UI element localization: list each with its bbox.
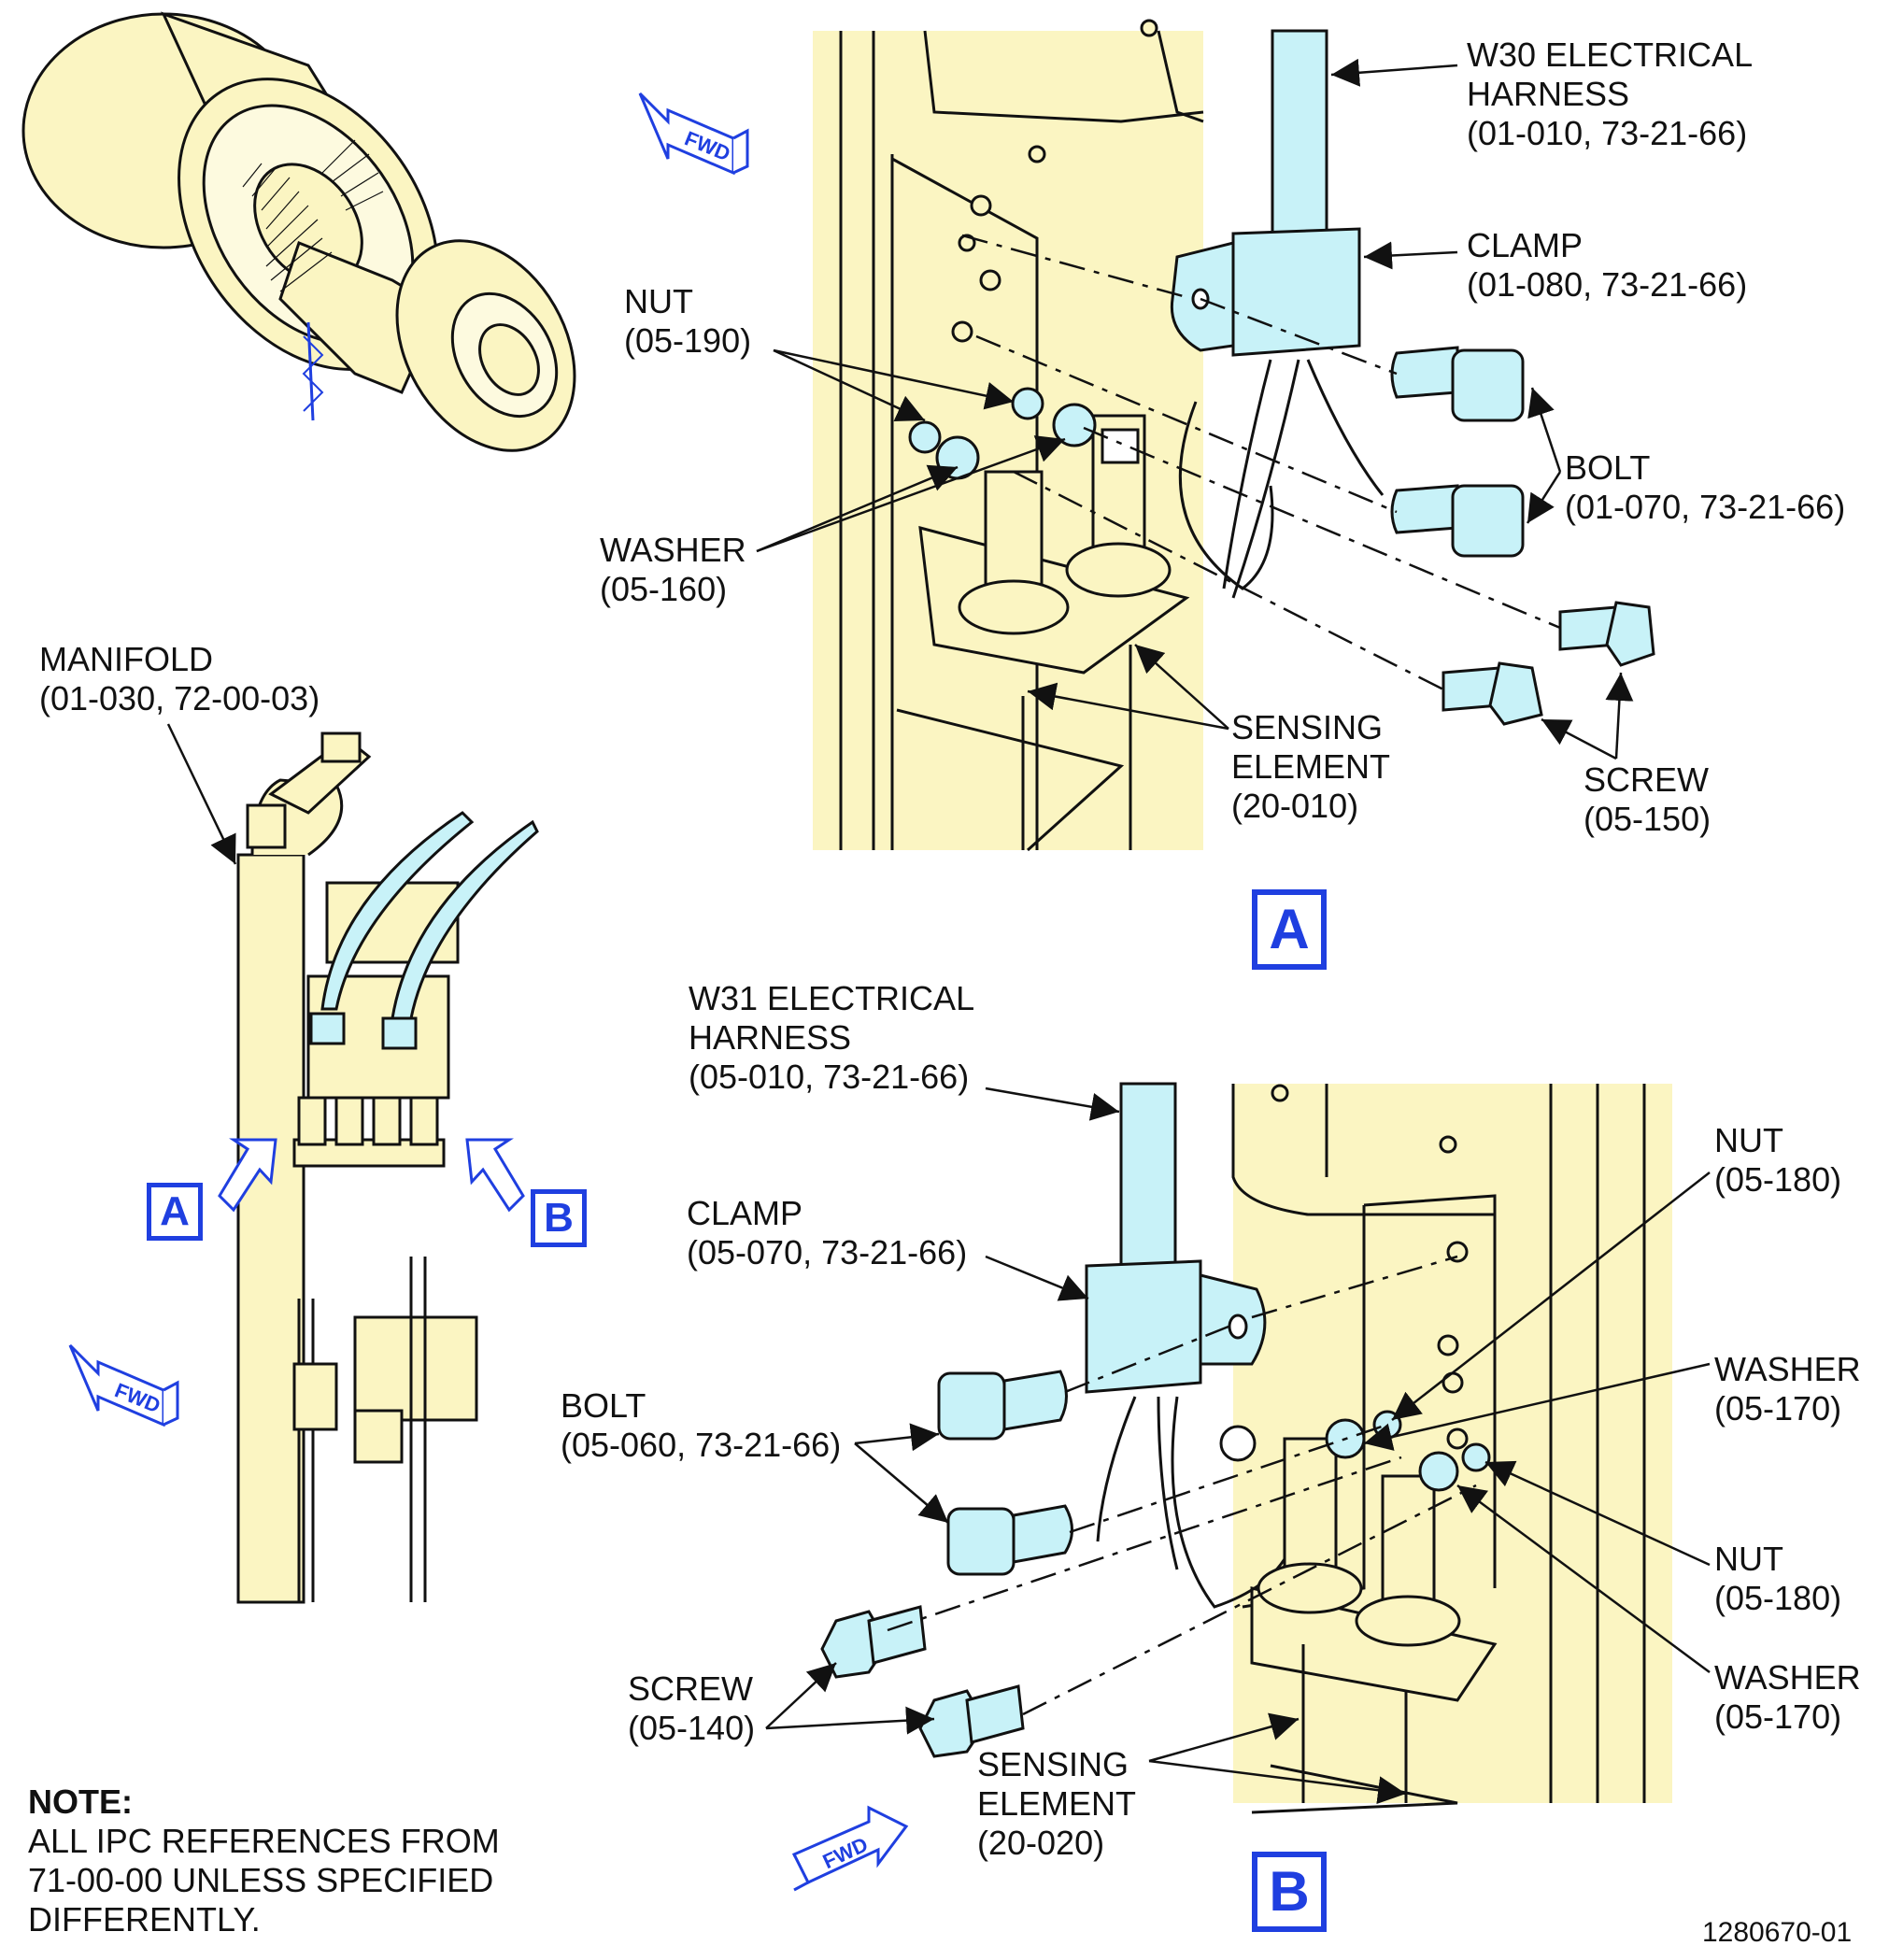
label-nut-b2: NUT(05-180) [1714,1540,1842,1617]
manifold-harness [309,811,539,1050]
manifold-view [236,731,478,1604]
locator-b-callout: B [531,1189,587,1247]
fwd-arrow-top: FWD [638,92,749,176]
sensing-elements-a [958,414,1172,850]
label-bolt-a: BOLT(01-070, 73-21-66) [1565,448,1846,526]
bolts-a [1390,346,1655,726]
label-washer-b2: WASHER(05-170) [1714,1658,1861,1736]
label-screw-a: SCREW(05-150) [1584,760,1711,838]
note-line-1: ALL IPC REFERENCES FROM [28,1822,500,1860]
dash-lines-b [887,1255,1477,1716]
figure-number: 1280670-01 [1702,1917,1853,1948]
label-manifold: MANIFOLD(01-030, 72-00-03) [39,640,320,717]
sensing-elements-b [1257,1437,1461,1803]
label-nut-a: NUT(05-190) [624,282,752,360]
label-clamp-a: CLAMP(01-080, 73-21-66) [1467,226,1748,304]
washers-nuts-a [908,387,1097,480]
bolts-b [937,1370,1073,1576]
w31-harness [1085,1082,1291,1609]
locator-arrows [218,1138,525,1213]
leader-lines [166,58,1711,1805]
note-block: NOTE: ALL IPC REFERENCES FROM 71-00-00 U… [28,1782,500,1939]
label-washer-b1: WASHER(05-170) [1714,1350,1861,1427]
label-washer-a: WASHER(05-160) [600,531,746,608]
label-bolt-b: BOLT(05-060, 73-21-66) [561,1386,842,1464]
engine-fan-blades [242,139,384,292]
engine-overview [21,11,576,452]
note-line-2: 71-00-00 UNLESS SPECIFIED [28,1861,494,1899]
view-b-callout: B [1252,1852,1327,1932]
note-line-3: DIFFERENTLY. [28,1900,261,1939]
w30-harness [1170,29,1385,599]
fwd-arrow-bottom: FWD [791,1805,909,1892]
view-a-structure [813,19,1204,852]
dash-lines-a [961,234,1561,691]
label-clamp-b: CLAMP(05-070, 73-21-66) [687,1194,968,1271]
view-a-callout: A [1252,889,1327,970]
locator-a-callout: A [147,1183,203,1241]
note-heading: NOTE: [28,1782,133,1821]
label-nut-b1: NUT(05-180) [1714,1121,1842,1199]
fwd-arrow-left: FWD [68,1343,179,1427]
screws-b [820,1605,1025,1758]
label-screw-b: SCREW(05-140) [628,1669,756,1747]
